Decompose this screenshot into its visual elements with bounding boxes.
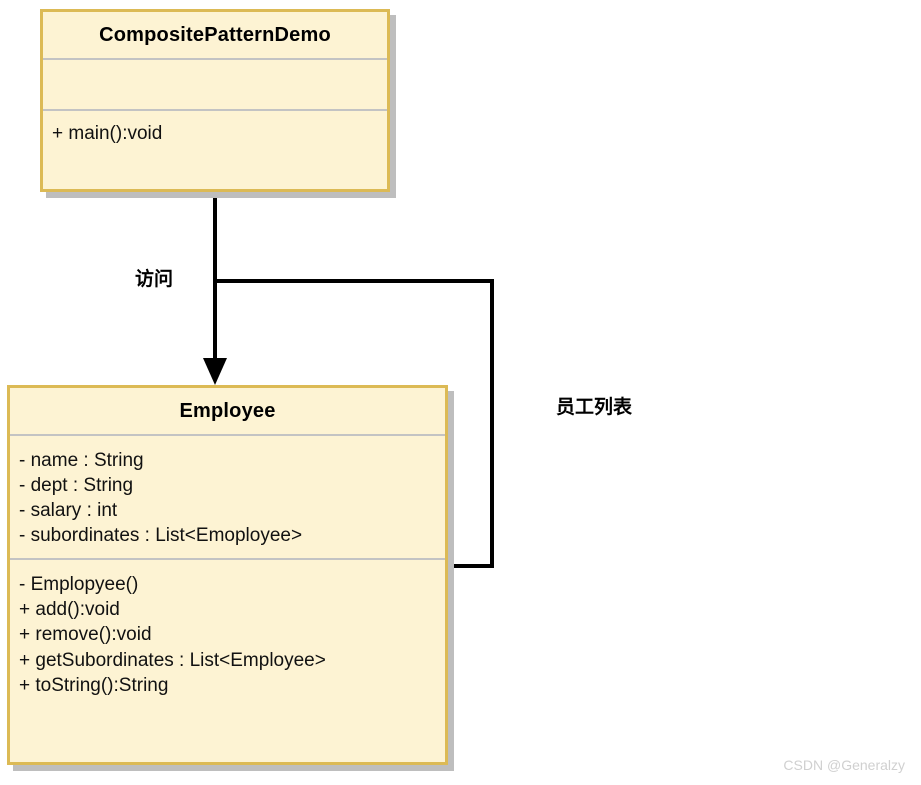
- class-divider: [10, 434, 445, 436]
- attributes-compartment-composite-pattern-demo: [43, 60, 387, 109]
- operation-item: + remove():void: [19, 624, 152, 646]
- class-divider: [10, 558, 445, 561]
- operations-compartment-composite-pattern-demo: + main():void: [43, 111, 387, 146]
- attribute-item: - dept : String: [19, 475, 134, 497]
- class-divider: [43, 58, 387, 60]
- operation-item: + toString():String: [19, 674, 169, 696]
- operation-item: + main():void: [52, 123, 163, 144]
- edge-label-visit: 访问: [135, 269, 174, 290]
- attributes-compartment-employee: - name : String - dept : String - salary…: [10, 436, 445, 558]
- operation-item: - Emplopyee(): [19, 574, 139, 596]
- edge-label-employee-list: 员工列表: [556, 397, 633, 418]
- uml-class-composite-pattern-demo[interactable]: CompositePatternDemo + main():void: [40, 9, 390, 192]
- class-name-employee: Employee: [179, 400, 276, 422]
- uml-class-employee[interactable]: Employee - name : String - dept : String…: [7, 385, 448, 765]
- class-name-composite-pattern-demo: CompositePatternDemo: [99, 24, 331, 46]
- watermark: CSDN @Generalzy: [783, 757, 905, 773]
- attribute-item: - salary : int: [19, 500, 118, 522]
- operation-item: + add():void: [19, 599, 120, 621]
- attribute-item: - subordinates : List<Emoployee>: [19, 525, 303, 547]
- attribute-item: - name : String: [19, 450, 144, 471]
- class-divider: [43, 109, 387, 111]
- operation-item: + getSubordinates : List<Employee>: [19, 649, 326, 671]
- operations-compartment-employee: - Emplopyee() + add():void + remove():vo…: [10, 560, 445, 697]
- edge-visit-arrowhead: [203, 358, 227, 385]
